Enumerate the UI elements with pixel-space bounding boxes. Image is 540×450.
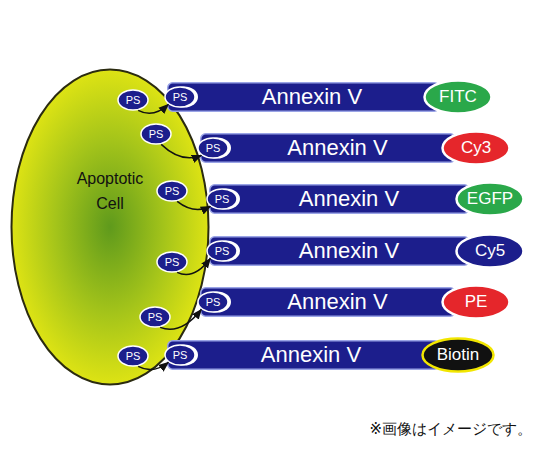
fluorophore-tag: Biotin	[421, 337, 495, 373]
fluorophore-label: Biotin	[421, 337, 495, 373]
ps-label: PS	[197, 291, 229, 313]
annexin-label: Annexin V	[201, 340, 421, 370]
ps-label: PS	[156, 180, 188, 202]
fluorophore-tag: Cy5	[455, 233, 525, 269]
fluorophore-tag: FITC	[423, 79, 493, 115]
annexin-probe: Annexin V	[200, 287, 456, 317]
fluorophore-tag: PE	[441, 284, 511, 320]
ps-label: PS	[156, 251, 188, 273]
ps-molecule: PS	[156, 251, 188, 273]
ps-molecule: PS	[197, 137, 229, 159]
ps-label: PS	[206, 188, 238, 210]
fluorophore-label: EGFP	[455, 181, 525, 217]
ps-molecule: PS	[164, 86, 196, 108]
ps-label: PS	[164, 344, 196, 366]
ps-molecule: PS	[164, 344, 196, 366]
ps-label: PS	[117, 89, 149, 111]
fluorophore-label: PE	[441, 284, 511, 320]
ps-molecule: PS	[140, 123, 172, 145]
apoptotic-cell: Apoptotic Cell	[10, 68, 210, 386]
annexin-label: Annexin V	[234, 133, 441, 163]
fluorophore-tag: EGFP	[455, 181, 525, 217]
annexin-label: Annexin V	[201, 82, 423, 112]
ps-label: PS	[140, 123, 172, 145]
fluorophore-label: FITC	[423, 79, 493, 115]
annexin-label: Annexin V	[234, 287, 441, 317]
ps-label: PS	[206, 240, 238, 262]
annexin-probe: Annexin V	[209, 236, 470, 266]
ps-molecule: PS	[156, 180, 188, 202]
annexin-label: Annexin V	[243, 184, 455, 214]
annexin-label: Annexin V	[243, 236, 455, 266]
ps-label: PS	[139, 306, 171, 328]
annexin-probe: Annexin V	[200, 133, 456, 163]
annexin-probe: Annexin V	[167, 340, 440, 370]
fluorophore-label: Cy3	[441, 130, 511, 166]
ps-molecule: PS	[206, 240, 238, 262]
ps-molecule: PS	[117, 89, 149, 111]
annexin-probe: Annexin V	[209, 184, 470, 214]
ps-label: PS	[164, 86, 196, 108]
ps-molecule: PS	[117, 345, 149, 367]
ps-molecule: PS	[139, 306, 171, 328]
ps-molecule: PS	[197, 291, 229, 313]
fluorophore-label: Cy5	[455, 233, 525, 269]
apoptotic-cell-shape	[10, 68, 210, 386]
fluorophore-tag: Cy3	[441, 130, 511, 166]
ps-label: PS	[197, 137, 229, 159]
ps-label: PS	[117, 345, 149, 367]
cell-label: Apoptotic Cell	[64, 166, 156, 216]
ps-molecule: PS	[206, 188, 238, 210]
image-note: ※画像はイメージです。	[369, 420, 532, 439]
annexin-probe: Annexin V	[167, 82, 440, 112]
